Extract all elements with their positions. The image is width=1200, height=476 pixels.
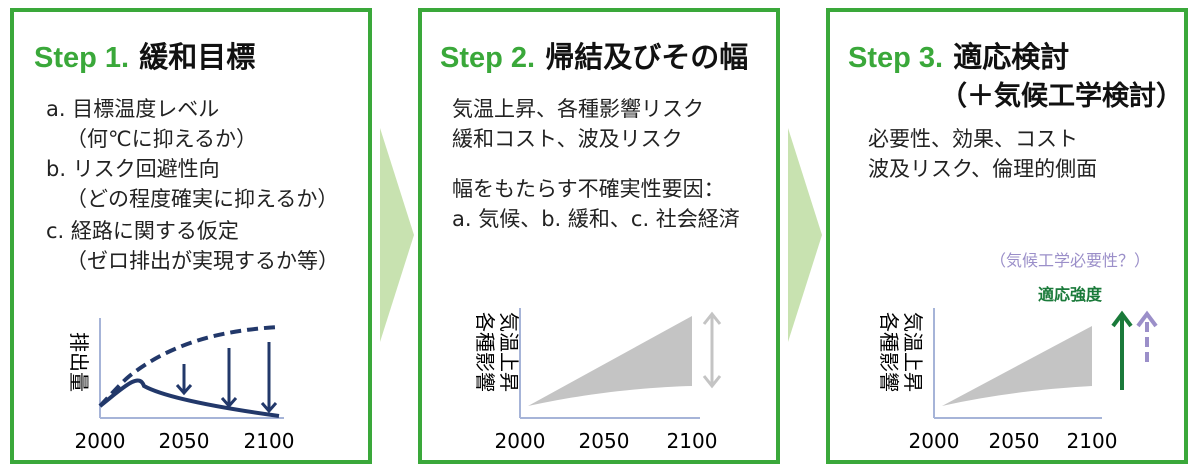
- reduction-arrow-3: [260, 342, 278, 414]
- x-tick-label: 2000: [909, 429, 960, 453]
- y-axis-label: 排出量: [67, 332, 91, 392]
- line-b: b. リスク回避性向: [46, 157, 220, 181]
- step-number: Step 3.: [848, 42, 944, 74]
- reduction-arrow-1: [175, 364, 193, 396]
- step-number: Step 2.: [440, 42, 536, 74]
- x-tick-label: 2050: [989, 429, 1040, 453]
- x-tick-label: 2050: [159, 429, 210, 453]
- step-name: 帰結及びその幅: [545, 40, 749, 74]
- step-number: Step 1.: [34, 42, 130, 74]
- uncertainty-heading: 幅をもたらす不確実性要因：: [452, 177, 725, 201]
- line-a-note: （何℃に抑えるか）: [66, 127, 257, 151]
- x-tick-label: 2000: [75, 429, 126, 453]
- panel-title: Step 1. 緩和目標: [34, 34, 255, 76]
- x-tick-label: 2000: [495, 429, 546, 453]
- y-axis-label-2: 各種影響: [473, 312, 497, 392]
- x-tick-label: 2050: [579, 429, 630, 453]
- consequence-line-2: 緩和コスト、波及リスク: [452, 127, 683, 151]
- line-c: c. 経路に関する仮定: [46, 219, 239, 243]
- reduction-arrow-2: [220, 348, 238, 409]
- panel-step-1: Step 1. 緩和目標 a. 目標温度レベル （何℃に抑えるか） b. リスク…: [10, 8, 372, 464]
- x-tick-label: 2100: [244, 429, 295, 453]
- adaptation-arrow: [1111, 310, 1133, 390]
- flow-arrow-2: [788, 128, 822, 342]
- y-axis-label-2: 各種影響: [877, 312, 901, 392]
- panel-step-2: Step 2. 帰結及びその幅 気温上昇、各種影響リスク 緩和コスト、波及リスク…: [418, 8, 780, 464]
- step-name: 緩和目標: [139, 40, 256, 74]
- panel-subtitle: （＋気候工学検討）: [940, 81, 1183, 112]
- impact-range-chart: 気温上昇 各種影響 2000 2050 2100: [473, 308, 722, 453]
- geoengineering-arrow: [1136, 310, 1158, 362]
- line-c-note: （ゼロ排出が実現するか等）: [66, 249, 339, 273]
- impact-range-band: [528, 316, 692, 406]
- consequence-line-1: 気温上昇、各種影響リスク: [452, 97, 704, 121]
- panel-step-3: Step 3. 適応検討 （＋気候工学検討） 必要性、効果、コスト 波及リスク、…: [826, 8, 1188, 464]
- y-axis-label-1: 気温上昇: [497, 312, 521, 392]
- adaptation-chart: （気候工学必要性？） 適応強度 気温上昇 各種影響 2000 2050 2100: [877, 251, 1158, 453]
- uncertainty-factors: a. 気候、b. 緩和、c. 社会経済: [452, 207, 740, 231]
- adaptation-intensity-label: 適応強度: [1038, 285, 1103, 304]
- range-double-arrow: [702, 311, 722, 389]
- evaluation-line-1: 必要性、効果、コスト: [868, 127, 1078, 151]
- panel-title: Step 3. 適応検討: [848, 34, 1069, 76]
- geoengineering-need-label: （気候工学必要性？）: [990, 251, 1150, 270]
- panel-title: Step 2. 帰結及びその幅: [440, 34, 748, 76]
- impact-range-band: [942, 326, 1092, 406]
- x-tick-label: 2100: [1067, 429, 1118, 453]
- emission-path-low: [98, 378, 280, 418]
- line-a: a. 目標温度レベル: [46, 97, 220, 121]
- x-tick-label: 2100: [667, 429, 718, 453]
- emission-path-high: [98, 325, 280, 408]
- step-name: 適応検討: [953, 40, 1070, 74]
- flow-arrow-1: [380, 128, 414, 342]
- emission-chart: 排出量 2000 2050 2100: [67, 318, 295, 453]
- y-axis-label-1: 気温上昇: [901, 312, 925, 392]
- line-b-note: （どの程度確実に抑えるか）: [66, 187, 339, 211]
- evaluation-line-2: 波及リスク、倫理的側面: [868, 157, 1098, 181]
